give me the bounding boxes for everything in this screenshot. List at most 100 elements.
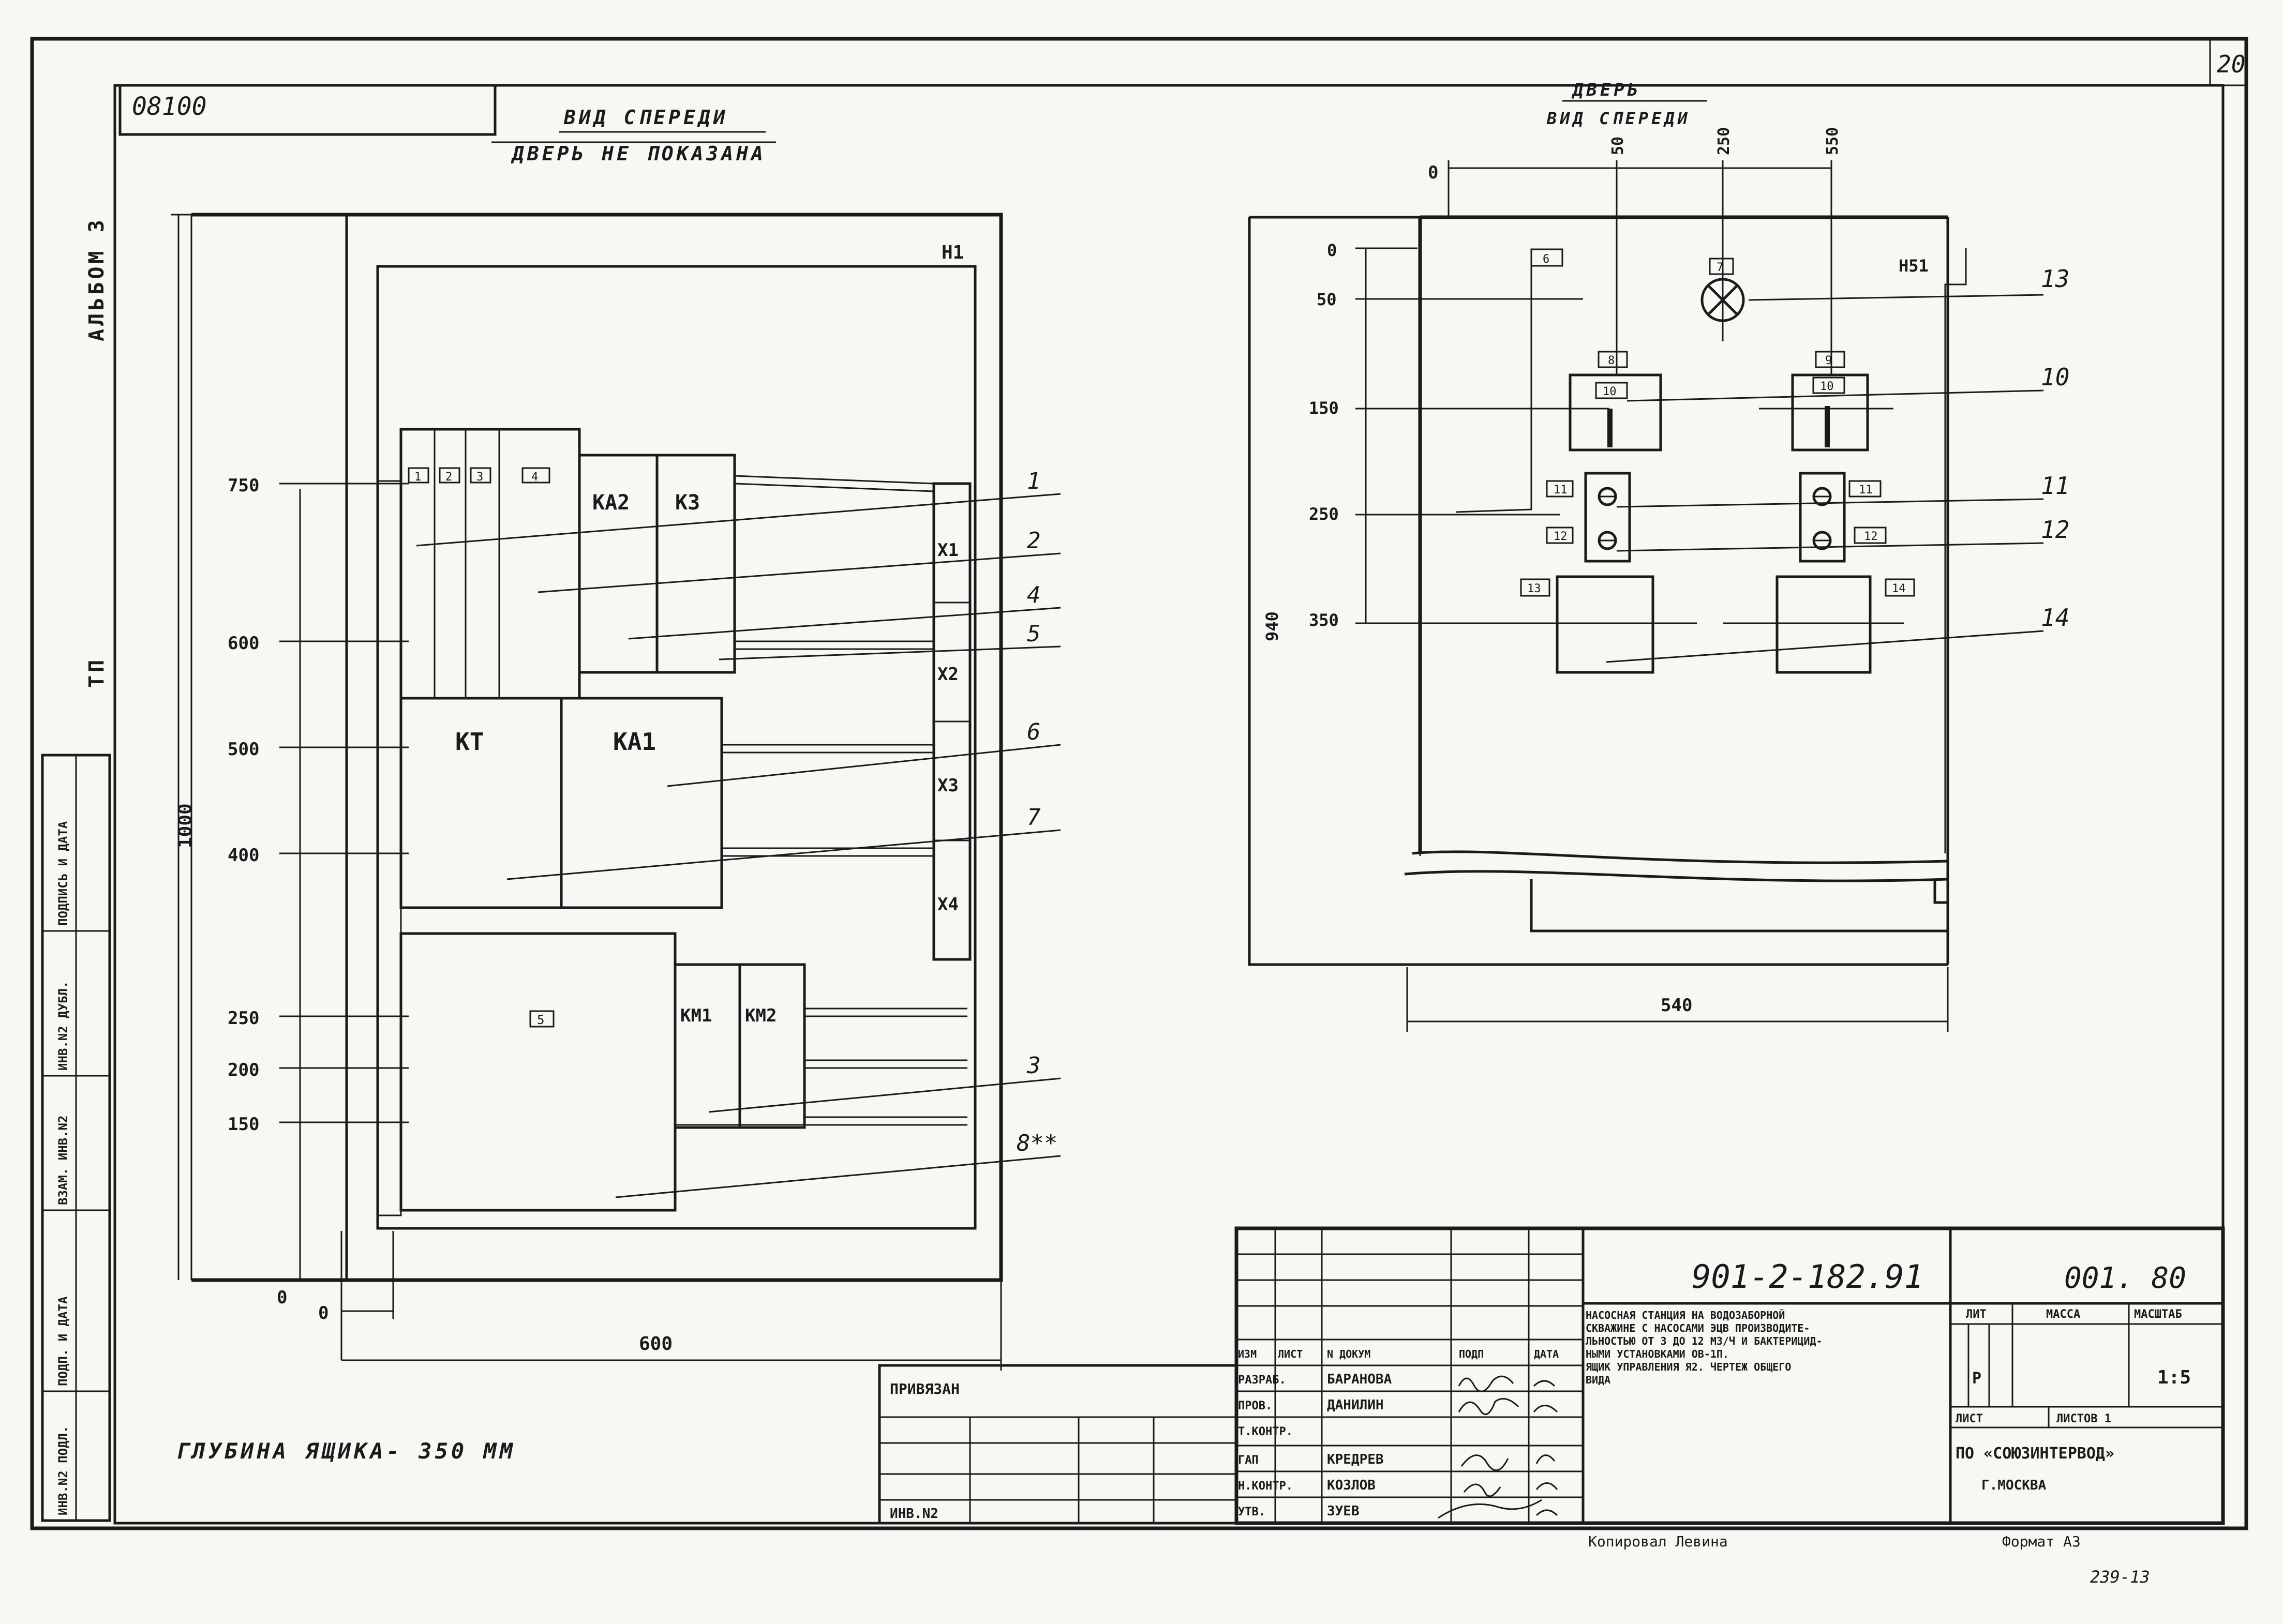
desc-line-5: ЯЩИК УПРАВЛЕНИЯ Я2. ЧЕРТЕЖ ОБЩЕГО xyxy=(1586,1361,1791,1373)
tp-label: ТП xyxy=(85,657,109,688)
role-gap: ГАП xyxy=(1238,1454,1259,1467)
stage-value: Р xyxy=(1972,1370,1981,1388)
right-callout-11: 11 xyxy=(2041,472,2069,500)
name-nkontr: КОЗЛОВ xyxy=(1327,1478,1376,1493)
sheet-number: 20 xyxy=(2217,50,2245,78)
right-topdim-0: 0 xyxy=(1428,162,1438,183)
right-panel-label: Н51 xyxy=(1899,256,1929,276)
left-view: ВИД СПЕРЕДИ ДВЕРЬ НЕ ПОКАЗАНА Н1 1000 0 … xyxy=(171,106,1061,1464)
right-level-150: 150 xyxy=(1309,398,1339,418)
terminal-x4: Х4 xyxy=(937,894,959,915)
left-level-250: 250 xyxy=(228,1008,259,1029)
right-width-dim: 540 xyxy=(1661,995,1692,1016)
left-callout-8: 8** xyxy=(1017,1130,1057,1156)
mass-label: МАССА xyxy=(2046,1308,2080,1321)
kt-label: КТ xyxy=(455,728,484,756)
bottom-mark: 239-13 xyxy=(2090,1567,2150,1587)
side-stamp-1: ИНВ.N2 ПОДЛ. xyxy=(56,1426,70,1515)
right-tag-6: 6 xyxy=(1543,253,1549,266)
hdr-izm: ИЗМ xyxy=(1238,1348,1257,1360)
desc-line-4: НЫМИ УСТАНОВКАМИ ОВ-1П. xyxy=(1586,1348,1729,1360)
sheet-label: ЛИСТ xyxy=(1956,1412,1983,1425)
left-level-150: 150 xyxy=(228,1114,259,1135)
right-level-0: 0 xyxy=(1327,240,1337,260)
scale-header: МАСШТАБ xyxy=(2134,1308,2182,1321)
hdr-podp: ПОДП xyxy=(1459,1348,1484,1360)
right-tag-9: 9 xyxy=(1825,354,1832,367)
name-gap: КРЕДРЕВ xyxy=(1327,1452,1384,1467)
left-callout-3: 3 xyxy=(1026,1052,1041,1079)
left-tag-4: 4 xyxy=(531,471,538,484)
terminal-x2: Х2 xyxy=(937,664,959,685)
km1-label: КМ1 xyxy=(680,1005,712,1026)
left-tag-2: 2 xyxy=(445,471,452,484)
desc-line-2: СКВАЖИНЕ С НАСОСАМИ ЭЦВ ПРОИЗВОДИТЕ- xyxy=(1586,1322,1810,1334)
hdr-list: ЛИСТ xyxy=(1278,1348,1303,1360)
title-block: ПРИВЯЗАН ИНВ.N2 ИЗМ ЛИСТ N ДОКУМ ПОДП ДА… xyxy=(878,1226,2225,1525)
right-view-title: ДВЕРЬ xyxy=(1571,80,1641,100)
k3-label: К3 xyxy=(675,491,700,515)
left-tag-3: 3 xyxy=(476,471,483,484)
ka2-label: КА2 xyxy=(592,491,630,515)
role-tkontr: Т.КОНТР. xyxy=(1238,1425,1293,1438)
album-label: АЛЬБОМ 3 xyxy=(85,217,109,341)
sheet-code-box: 08100 xyxy=(132,92,207,121)
left-callout-2: 2 xyxy=(1027,528,1041,554)
left-callout-6: 6 xyxy=(1027,719,1041,745)
right-tag-10b: 10 xyxy=(1820,380,1834,393)
name-utv: ЗУЕВ xyxy=(1327,1503,1360,1519)
right-topdim-250: 250 xyxy=(1715,127,1733,155)
left-margin: АЛЬБОМ 3 ТП ИНВ.N2 ПОДЛ. ПОДП. И ДАТА ВЗ… xyxy=(41,217,111,1522)
right-tag-7: 7 xyxy=(1717,261,1723,274)
inv-label: ИНВ.N2 xyxy=(890,1506,938,1522)
left-level-400: 400 xyxy=(228,845,259,866)
left-level-200: 200 xyxy=(228,1060,259,1080)
lit-label: ЛИТ xyxy=(1966,1308,1987,1321)
doc-number: 901-2-182.91 xyxy=(1692,1258,1923,1296)
desc-line-1: НАСОСНАЯ СТАНЦИЯ НА ВОДОЗАБОРНОЙ xyxy=(1586,1309,1785,1321)
left-callout-1: 1 xyxy=(1027,468,1041,494)
name-razrab: БАРАНОВА xyxy=(1327,1372,1392,1387)
right-level-50: 50 xyxy=(1317,290,1337,309)
left-view-subtitle: ДВЕРЬ НЕ ПОКАЗАНА xyxy=(511,142,766,165)
right-level-350: 350 xyxy=(1309,610,1339,630)
right-callout-14: 14 xyxy=(2041,604,2069,631)
hdr-ndok: N ДОКУМ xyxy=(1327,1348,1370,1360)
left-callout-7: 7 xyxy=(1027,804,1041,831)
left-callout-5: 5 xyxy=(1027,621,1041,647)
side-stamp-4: ИНВ.N2 ДУБЛ. xyxy=(56,981,70,1071)
left-zero-x: 0 xyxy=(318,1303,329,1324)
role-utv: УТВ. xyxy=(1238,1506,1265,1518)
copied-by: Копировал Левина xyxy=(1588,1533,1728,1550)
left-tag-1: 1 xyxy=(414,471,421,484)
org-line-1: ПО «СОЮЗИНТЕРВОД» xyxy=(1956,1445,2114,1463)
signatures xyxy=(1438,1375,1558,1519)
right-tag-14: 14 xyxy=(1892,582,1906,595)
right-height-dim: 940 xyxy=(1262,611,1282,641)
terminal-x1: Х1 xyxy=(937,540,959,561)
sheets-label: ЛИСТОВ 1 xyxy=(2056,1412,2111,1425)
left-level-750: 750 xyxy=(228,475,259,496)
right-level-250: 250 xyxy=(1309,504,1339,524)
format-label: Формат А3 xyxy=(2002,1533,2081,1550)
right-view: ДВЕРЬ ВИД СПЕРЕДИ 0 50 250 550 Н51 0 50 … xyxy=(1248,80,2069,1032)
right-topdim-50: 50 xyxy=(1609,137,1627,155)
right-tag-13: 13 xyxy=(1527,582,1541,595)
sheet-code: 001. 80 xyxy=(2064,1261,2186,1295)
ka1-label: КА1 xyxy=(613,728,656,756)
left-view-title: ВИД СПЕРЕДИ xyxy=(563,106,728,129)
role-razrab: РАЗРАБ. xyxy=(1238,1374,1286,1387)
box5-tag: 5 xyxy=(537,1013,544,1027)
role-nkontr: Н.КОНТР. xyxy=(1238,1480,1293,1493)
desc-line-6: ВИДА xyxy=(1586,1374,1610,1386)
org-line-2: Г.МОСКВА xyxy=(1981,1478,2047,1493)
left-level-500: 500 xyxy=(228,739,259,760)
right-tag-12b: 12 xyxy=(1864,530,1878,543)
km2-label: КМ2 xyxy=(745,1005,777,1026)
left-width-dim: 600 xyxy=(639,1333,673,1355)
right-tag-12a: 12 xyxy=(1554,530,1568,543)
terminal-x3: Х3 xyxy=(937,775,959,796)
right-tag-10a: 10 xyxy=(1603,385,1617,398)
hdr-data: ДАТА xyxy=(1534,1348,1559,1360)
